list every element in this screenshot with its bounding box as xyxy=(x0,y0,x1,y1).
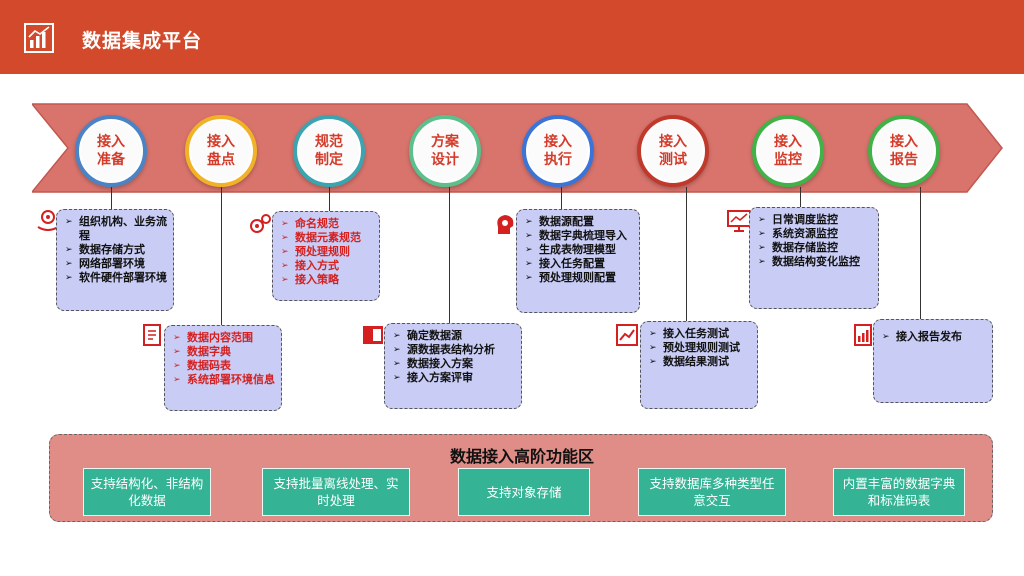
stage-execute: 接入执行 xyxy=(522,115,594,187)
list-item: 数据结果测试 xyxy=(649,355,751,369)
function-item-label: 支持结构化、非结构化数据 xyxy=(90,476,204,508)
page-title: 数据集成平台 xyxy=(82,30,203,52)
list-item: 组织机构、业务流程 xyxy=(65,215,167,243)
stage-report: 接入报告 xyxy=(868,115,940,187)
connector-line xyxy=(686,187,687,323)
list-item: 生成表物理模型 xyxy=(525,243,633,257)
connector-line xyxy=(920,187,921,319)
function-item-label: 支持对象存储 xyxy=(486,484,562,500)
function-item: 支持结构化、非结构化数据 xyxy=(83,468,211,516)
list-item: 接入策略 xyxy=(281,273,373,287)
prepare-box: 组织机构、业务流程 数据存储方式 网络部署环境 软件硬件部署环境 xyxy=(56,209,174,311)
report-box: 接入报告发布 xyxy=(873,319,993,403)
list-item: 命名规范 xyxy=(281,217,373,231)
stage-monitor: 接入监控 xyxy=(752,115,824,187)
stage-standards: 规范制定 xyxy=(293,115,365,187)
list-item: 数据存储方式 xyxy=(65,243,167,257)
stage-label: 接入监控 xyxy=(774,134,802,168)
connector-line xyxy=(111,187,112,211)
stage-test: 接入测试 xyxy=(637,115,709,187)
list-item: 接入方案评审 xyxy=(393,371,515,385)
stage-label: 接入准备 xyxy=(97,134,125,168)
title-bar: 数据集成平台 xyxy=(0,0,1024,74)
list-item: 数据存储监控 xyxy=(758,241,872,255)
function-item: 支持数据库多种类型任意交互 xyxy=(638,468,786,516)
connector-line xyxy=(800,187,801,207)
list-item: 接入方式 xyxy=(281,259,373,273)
list-item: 预处理规则 xyxy=(281,245,373,259)
advanced-function-zone: 数据接入高阶功能区 支持结构化、非结构化数据 支持批量离线处理、实时处理 支持对… xyxy=(49,434,993,522)
list-item: 数据字典 xyxy=(173,345,275,359)
function-item: 支持对象存储 xyxy=(458,468,590,516)
stage-label: 接入盘点 xyxy=(207,134,235,168)
list-item: 数据元素规范 xyxy=(281,231,373,245)
chart-frame-icon xyxy=(616,324,638,346)
list-item: 系统部署环境信息 xyxy=(173,373,275,387)
gears-icon xyxy=(250,214,271,233)
stage-label: 规范制定 xyxy=(315,134,343,168)
head-gear-icon xyxy=(497,215,514,234)
connector-line xyxy=(561,187,562,211)
connector-line xyxy=(329,187,330,213)
office-doc-icon xyxy=(363,326,383,344)
stage-label: 接入执行 xyxy=(544,134,572,168)
process-arrow xyxy=(32,103,1003,193)
function-zone-title: 数据接入高阶功能区 xyxy=(449,447,594,466)
list-item: 源数据表结构分析 xyxy=(393,343,515,357)
list-item: 系统资源监控 xyxy=(758,227,872,241)
list-item: 接入任务配置 xyxy=(525,257,633,271)
stage-label: 接入测试 xyxy=(659,134,687,168)
standards-box: 命名规范 数据元素规范 预处理规则 接入方式 接入策略 xyxy=(272,211,380,301)
connector-line xyxy=(221,187,222,327)
list-item: 接入报告发布 xyxy=(882,330,986,344)
list-item: 接入任务测试 xyxy=(649,327,751,341)
list-item: 数据接入方案 xyxy=(393,357,515,371)
bar-chart-icon xyxy=(24,23,54,53)
list-item: 日常调度监控 xyxy=(758,213,872,227)
document-chart-icon xyxy=(143,324,161,346)
function-item: 内置丰富的数据字典和标准码表 xyxy=(833,468,965,516)
inventory-box: 数据内容范围 数据字典 数据码表 系统部署环境信息 xyxy=(164,325,282,411)
list-item: 数据内容范围 xyxy=(173,331,275,345)
stage-design: 方案设计 xyxy=(409,115,481,187)
monitor-box: 日常调度监控 系统资源监控 数据存储监控 数据结构变化监控 xyxy=(749,207,879,309)
list-item: 预处理规则测试 xyxy=(649,341,751,355)
list-item: 网络部署环境 xyxy=(65,257,167,271)
connector-line xyxy=(449,187,450,325)
stage-label: 方案设计 xyxy=(431,134,459,168)
execute-box: 数据源配置 数据字典梳理导入 生成表物理模型 接入任务配置 预处理规则配置 xyxy=(516,209,640,313)
list-item: 预处理规则配置 xyxy=(525,271,633,285)
list-item: 软件硬件部署环境 xyxy=(65,271,167,285)
function-item-label: 内置丰富的数据字典和标准码表 xyxy=(842,476,956,508)
stage-inventory: 接入盘点 xyxy=(185,115,257,187)
list-item: 数据源配置 xyxy=(525,215,633,229)
list-item: 数据结构变化监控 xyxy=(758,255,872,269)
design-box: 确定数据源 源数据表结构分析 数据接入方案 接入方案评审 xyxy=(384,323,522,409)
function-item-label: 支持批量离线处理、实时处理 xyxy=(273,476,399,508)
list-item: 确定数据源 xyxy=(393,329,515,343)
list-item: 数据码表 xyxy=(173,359,275,373)
list-item: 数据字典梳理导入 xyxy=(525,229,633,243)
stage-label: 接入报告 xyxy=(890,134,918,168)
function-item-label: 支持数据库多种类型任意交互 xyxy=(649,476,775,508)
test-box: 接入任务测试 预处理规则测试 数据结果测试 xyxy=(640,321,758,409)
report-icon xyxy=(854,324,872,346)
stage-prepare: 接入准备 xyxy=(75,115,147,187)
function-item: 支持批量离线处理、实时处理 xyxy=(262,468,410,516)
